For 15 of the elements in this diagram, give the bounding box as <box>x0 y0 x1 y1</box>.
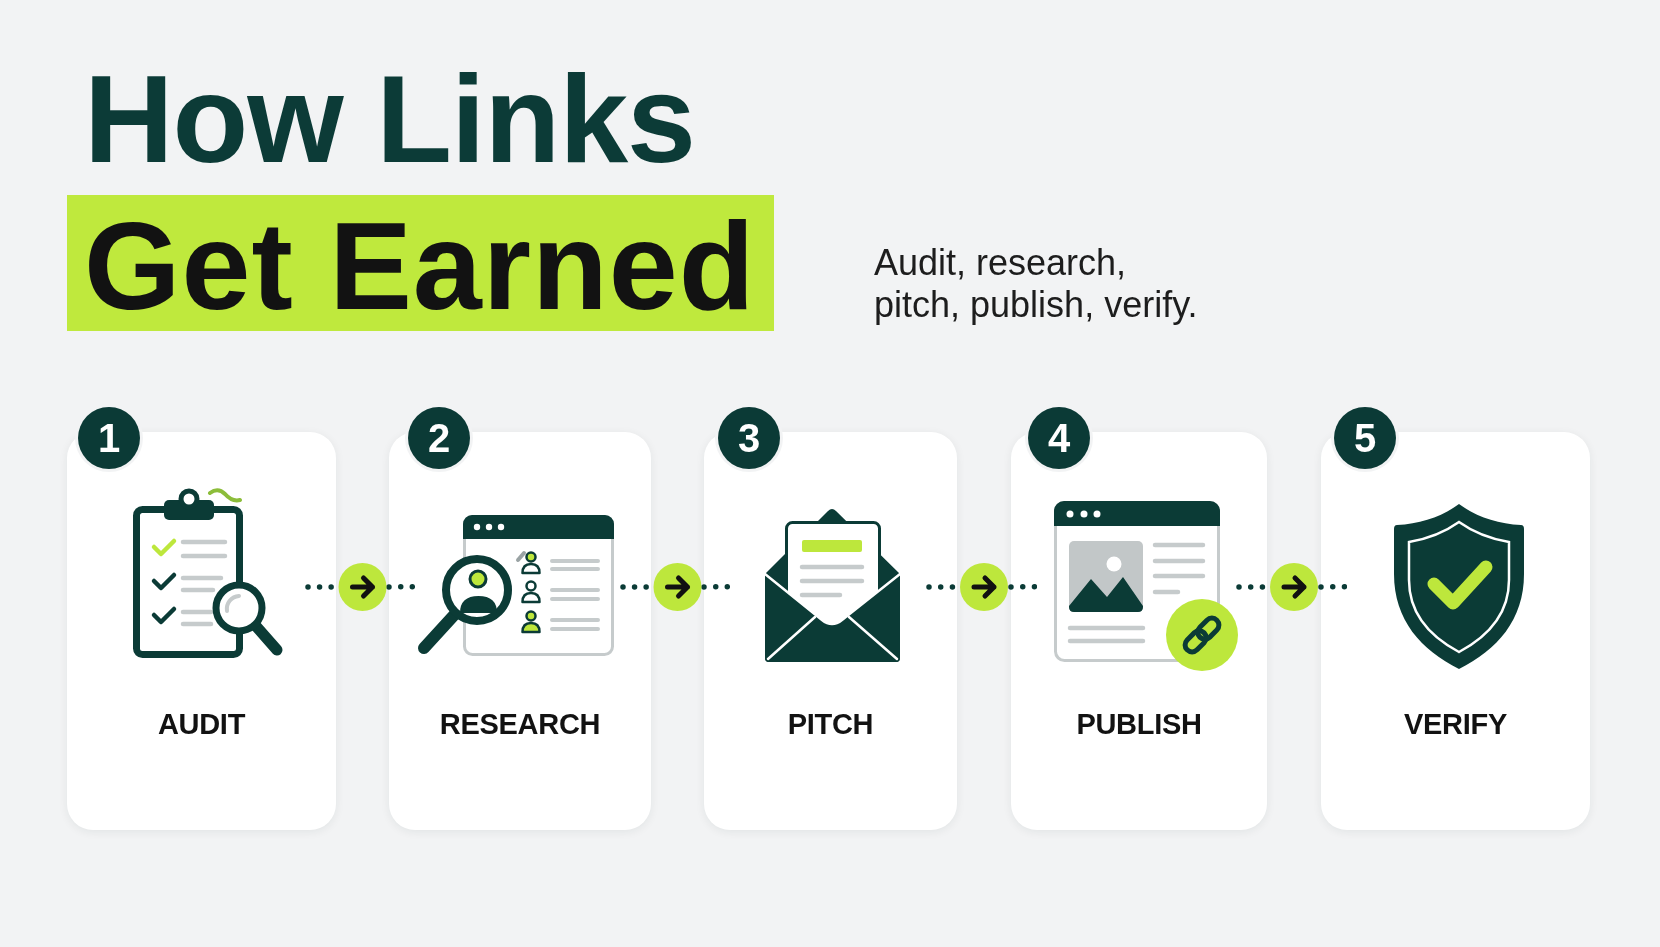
step-number: 3 <box>718 407 780 469</box>
step-number: 1 <box>78 407 140 469</box>
arrow-connector <box>926 563 1014 611</box>
step-label: RESEARCH <box>439 707 601 741</box>
step-label: AUDIT <box>157 707 246 741</box>
arrow-connector <box>305 563 392 611</box>
subtitle: Audit, research, pitch, publish, verify. <box>874 242 1199 326</box>
step-label: PUBLISH <box>1076 707 1202 741</box>
step-number: 4 <box>1028 407 1090 469</box>
step-label: VERIFY <box>1404 707 1507 741</box>
arrow-connector <box>1236 563 1324 611</box>
step-label: PITCH <box>787 707 874 741</box>
arrow-connector <box>620 563 707 611</box>
step-number: 5 <box>1334 407 1396 469</box>
step-number: 2 <box>408 407 470 469</box>
